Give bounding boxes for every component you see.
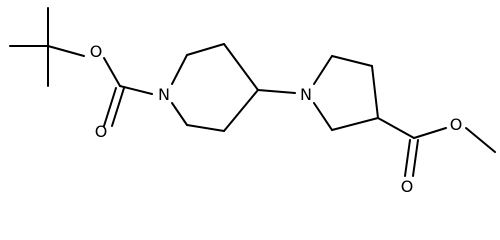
- tert-butyl-group: [9, 7, 85, 87]
- bond: [313, 102, 333, 131]
- atom-label-o: O: [401, 177, 414, 196]
- atom-label-o: O: [90, 42, 103, 61]
- bond: [465, 127, 496, 153]
- piperidine-ring: N: [158, 43, 259, 132]
- bond: [331, 117, 379, 131]
- pyrrolidine-ring: N: [300, 55, 379, 131]
- atom-label-n: N: [300, 85, 312, 104]
- double-bond: [103, 87, 117, 127]
- double-bond: [404, 139, 411, 177]
- atom-label-o: O: [450, 115, 463, 134]
- bond: [171, 102, 188, 126]
- atom-label-o: O: [95, 122, 108, 141]
- boc-carbamate-group: O O: [90, 42, 153, 141]
- double-bond: [111, 87, 125, 127]
- bond: [371, 65, 379, 119]
- chemical-structure: O O N N O O: [9, 7, 496, 196]
- bond: [257, 89, 296, 94]
- bond: [313, 55, 333, 85]
- bond: [171, 54, 188, 85]
- bond: [377, 117, 415, 139]
- bond: [119, 85, 153, 95]
- bond: [223, 43, 259, 91]
- atom-label-n: N: [158, 85, 170, 104]
- bond: [186, 124, 225, 132]
- methyl-ester-group: O O: [377, 115, 496, 196]
- bond: [103, 57, 121, 87]
- bond: [47, 45, 85, 57]
- bond: [413, 127, 447, 139]
- bond: [223, 89, 259, 132]
- bond: [186, 43, 225, 56]
- double-bond: [412, 139, 419, 177]
- bond: [331, 55, 373, 67]
